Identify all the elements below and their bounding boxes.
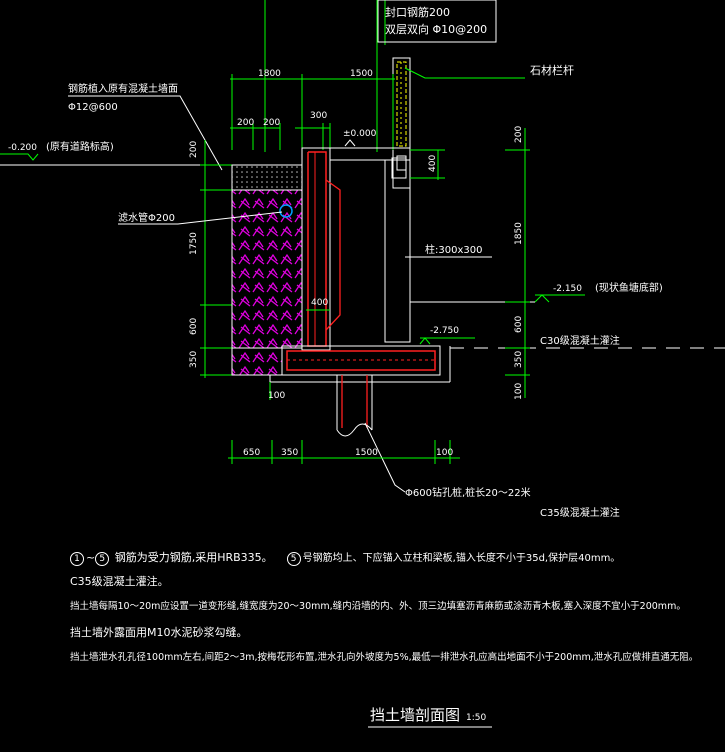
pond-level-mark	[534, 294, 550, 303]
dim-200b: 200	[263, 118, 280, 128]
dim-bot-350: 350	[281, 448, 298, 458]
retaining-wall	[301, 147, 341, 351]
dim-1800: 1800	[258, 69, 281, 79]
note-1-text2: 号钢筋均上、下应锚入立柱和梁板,锚入长度不小于35d,保护层40mm。	[302, 553, 621, 564]
rebar-anchor-line1: 钢筋植入原有混凝土墙面	[68, 82, 178, 95]
dim-left-350: 350	[189, 351, 199, 368]
road-level: -0.200	[8, 143, 37, 153]
column-label: 柱:300x300	[425, 243, 482, 256]
top-note-box	[377, 0, 497, 43]
note-line-5: 挡土墙泄水孔孔径100mm左右,间距2～3m,按梅花形布置,泄水孔向外坡度为5%…	[70, 652, 699, 663]
rebar-anchor-leader	[68, 95, 223, 171]
stone-railing	[392, 57, 411, 189]
axis-lines	[264, 0, 386, 152]
drawing-scale: 1:50	[466, 713, 486, 723]
note-line-4: 挡土墙外露面用M10水泥砂浆勾缝。	[70, 626, 248, 639]
top-note-line2: 双层双向 Φ10@200	[385, 22, 487, 36]
dim-400-right: 400	[428, 155, 438, 172]
bottom-dim-lines	[228, 440, 460, 464]
pond-level: -2.150	[553, 284, 582, 294]
dim-bot-100: 100	[436, 448, 453, 458]
zero-level: ±0.000	[343, 129, 377, 139]
dim-1500: 1500	[350, 69, 373, 79]
note-circle-b: 5	[95, 552, 110, 566]
dim-bot-1500: 1500	[355, 448, 378, 458]
stone-railing-label: 石材栏杆	[530, 63, 574, 77]
dim-right-200: 200	[514, 126, 524, 143]
right-dim-lines	[505, 128, 530, 398]
zero-level-mark	[344, 139, 356, 147]
dim-right-100: 100	[514, 383, 524, 400]
dim-400-inner: 400	[311, 298, 328, 308]
rubble-base	[231, 347, 283, 376]
c35-label: C35级混凝土灌注	[540, 506, 620, 519]
dim-left-600: 600	[189, 318, 199, 335]
note-circle-c: 5	[286, 552, 301, 566]
dim-300: 300	[310, 111, 327, 121]
beam-dim-lines	[410, 149, 445, 180]
pond-level-desc: (现状鱼塘底部)	[595, 281, 663, 294]
dim-right-600: 600	[514, 316, 524, 333]
topsoil-layer	[231, 164, 303, 191]
base-slab	[281, 345, 441, 376]
note-line-2: C35级混凝土灌注。	[70, 575, 169, 588]
pile-leader	[364, 422, 406, 493]
note-tilde: ~	[86, 551, 96, 564]
note-1-text: 钢筋为受力钢筋,采用HRB335。	[114, 551, 273, 564]
dim-200a: 200	[237, 118, 254, 128]
drawing-title: 挡土墙剖面图	[370, 706, 460, 724]
c30-label: C30级混凝土灌注	[540, 334, 620, 347]
drain-pipe-leader	[118, 211, 283, 225]
drain-pipe-icon	[279, 204, 293, 218]
top-note-line1: 封口钢筋200	[385, 5, 450, 19]
top-dim-lines	[230, 74, 395, 150]
dim-right-1850: 1850	[514, 222, 524, 245]
drain-pipe-label: 滤水管Φ200	[118, 211, 175, 224]
road-level-mark	[0, 153, 39, 161]
dim-right-350: 350	[514, 351, 524, 368]
left-dim-lines	[200, 140, 232, 378]
railing-leader	[404, 67, 525, 79]
bored-pile	[336, 375, 373, 437]
pile-label: Φ600钻孔桩,桩长20～22米	[405, 486, 531, 499]
road-level-desc: (原有道路标高)	[46, 140, 114, 153]
beam-and-column	[329, 147, 411, 343]
dim-left-200: 200	[189, 141, 199, 158]
dim-left-1750: 1750	[189, 232, 199, 255]
base-level-mark	[419, 337, 431, 345]
note-line-3: 挡土墙每隔10～20m应设置一道变形缝,缝宽度为20～30mm,缝内沿墙的内、外…	[70, 601, 686, 612]
dim-left-100: 100	[268, 391, 285, 401]
dim-bot-650: 650	[243, 448, 260, 458]
base-level: -2.750	[430, 326, 459, 336]
note-circle-a: 1	[70, 552, 84, 566]
rebar-anchor-line2: Φ12@600	[68, 102, 118, 113]
